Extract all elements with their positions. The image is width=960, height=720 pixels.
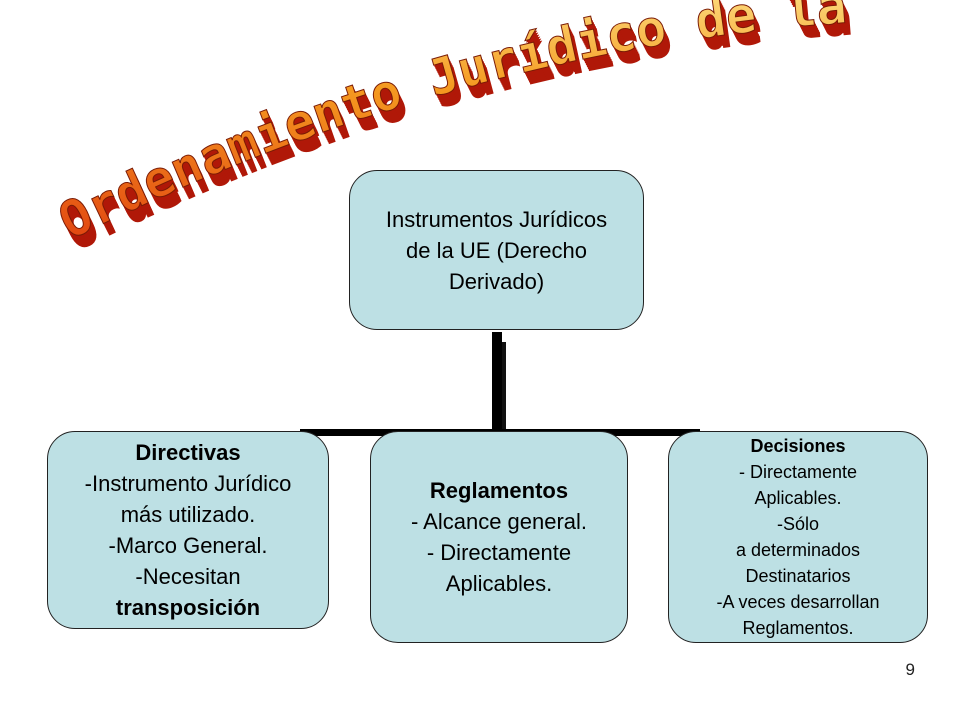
node-decisiones-line: - Directamente [738,462,858,482]
node-decisiones: Decisiones - Directamente Aplicables. -S… [668,431,928,643]
node-decisiones-line: a determinados [735,540,861,560]
node-decisiones-line: -Sólo [776,514,820,534]
node-reglamentos: Reglamentos - Alcance general. - Directa… [370,431,628,643]
node-reglamentos-line: - Directamente [426,540,572,565]
node-decisiones-heading: Decisiones [750,436,846,456]
node-decisiones-line: Aplicables. [754,488,842,508]
node-directivas-line: -Marco General. [108,533,268,558]
connector-vertical-shadow [498,342,506,434]
node-decisiones-line: Reglamentos. [742,618,854,638]
node-decisiones-line: -A veces desarrollan [716,592,880,612]
node-decisiones-line: Destinatarios [745,566,851,586]
node-directivas-emphasis: transposición [115,595,261,620]
node-instrumentos-juridicos: Instrumentos Jurídicos de la UE (Derecho… [349,170,644,330]
node-reglamentos-line: - Alcance general. [410,509,588,534]
node-root-line: de la UE (Derecho [406,237,587,263]
node-reglamentos-heading: Reglamentos [429,478,569,503]
node-directivas: Directivas -Instrumento Jurídico más uti… [47,431,329,629]
node-root-line: Derivado) [448,268,545,294]
node-reglamentos-line: Aplicables. [445,571,553,596]
node-root-line: Instrumentos Jurídicos [385,206,608,232]
node-directivas-heading: Directivas [135,440,241,465]
connector-vertical [492,332,502,432]
node-directivas-line: -Necesitan [135,564,241,589]
node-directivas-line: más utilizado. [120,502,256,527]
page-number: 9 [905,660,915,679]
node-directivas-line: -Instrumento Jurídico [84,471,292,496]
